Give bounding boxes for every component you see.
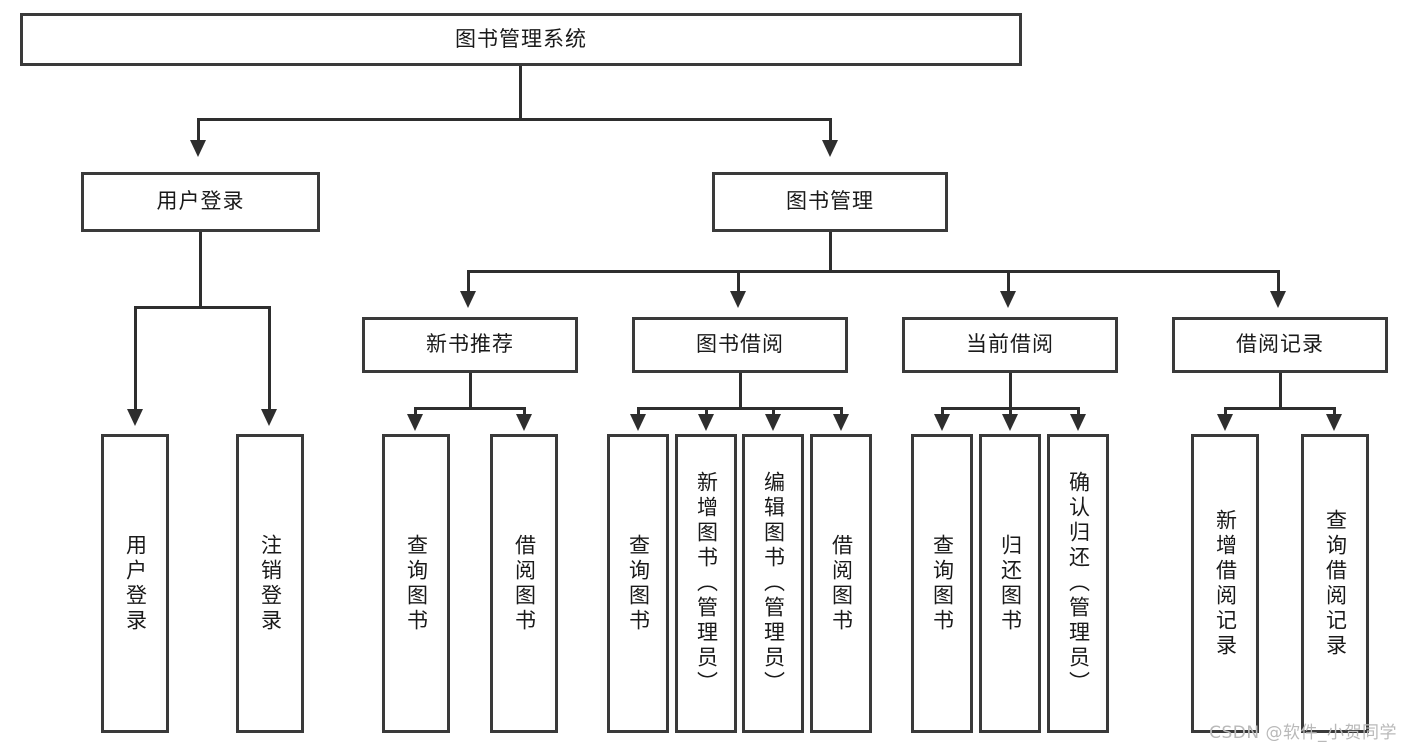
connector-borrow-record-bus bbox=[1224, 407, 1336, 410]
node-label: 用户登录 bbox=[123, 533, 148, 634]
node-label: 查询借阅记录 bbox=[1323, 508, 1348, 659]
arrowhead-leaf-logout bbox=[261, 409, 277, 426]
connector-new-book-bus bbox=[414, 407, 526, 410]
node-label: 借阅图书 bbox=[829, 533, 854, 634]
connector-bm-drop-1 bbox=[467, 270, 470, 293]
leaf-cb-confirm-return[interactable]: 确认归还（管理员） bbox=[1047, 434, 1109, 733]
node-user-login[interactable]: 用户登录 bbox=[81, 172, 320, 232]
arrowhead-cb-return-book bbox=[1002, 414, 1018, 431]
connector-bm-drop-4 bbox=[1277, 270, 1280, 293]
connector-bb-drop-3 bbox=[772, 407, 775, 417]
connector-bb-drop-1 bbox=[637, 407, 640, 417]
arrowhead-br-query-record bbox=[1326, 414, 1342, 431]
leaf-nb-query-book[interactable]: 查询图书 bbox=[382, 434, 450, 733]
arrowhead-nb-borrow-book bbox=[516, 414, 532, 431]
node-label: 查询图书 bbox=[930, 533, 955, 634]
arrowhead-book-borrow bbox=[730, 291, 746, 308]
connector-book-borrow-stem bbox=[739, 373, 742, 407]
connector-nb-drop-2 bbox=[523, 407, 526, 417]
node-label: 查询图书 bbox=[626, 533, 651, 634]
connector-br-drop-1 bbox=[1224, 407, 1227, 417]
node-label: 借阅图书 bbox=[512, 533, 537, 634]
arrowhead-nb-query-book bbox=[407, 414, 423, 431]
node-label: 图书借阅 bbox=[696, 332, 784, 357]
node-new-book-recommend[interactable]: 新书推荐 bbox=[362, 317, 578, 373]
node-book-management[interactable]: 图书管理 bbox=[712, 172, 948, 232]
leaf-nb-borrow-book[interactable]: 借阅图书 bbox=[490, 434, 558, 733]
connector-current-borrow-stem bbox=[1009, 373, 1012, 407]
connector-new-book-stem bbox=[469, 373, 472, 407]
connector-bm-drop-3 bbox=[1007, 270, 1010, 293]
node-label: 新增图书（管理员） bbox=[694, 471, 719, 696]
node-current-borrow[interactable]: 当前借阅 bbox=[902, 317, 1118, 373]
node-label: 借阅记录 bbox=[1236, 332, 1324, 357]
arrowhead-current-borrow bbox=[1000, 291, 1016, 308]
arrowhead-bb-add-book bbox=[698, 414, 714, 431]
node-label: 图书管理 bbox=[786, 189, 874, 214]
connector-user-login-stem bbox=[199, 232, 202, 306]
leaf-cb-query-book[interactable]: 查询图书 bbox=[911, 434, 973, 733]
leaf-bb-query-book[interactable]: 查询图书 bbox=[607, 434, 669, 733]
connector-root-bus bbox=[197, 118, 832, 121]
connector-book-management-bus bbox=[467, 270, 1278, 273]
node-book-borrow[interactable]: 图书借阅 bbox=[632, 317, 848, 373]
node-label: 用户登录 bbox=[156, 189, 245, 214]
connector-root-to-book-management bbox=[829, 118, 832, 143]
connector-book-management-stem bbox=[829, 232, 832, 270]
node-label: 注销登录 bbox=[258, 533, 283, 634]
connector-bb-drop-2 bbox=[705, 407, 708, 417]
node-label: 新增借阅记录 bbox=[1213, 508, 1238, 659]
connector-bm-drop-2 bbox=[737, 270, 740, 293]
arrowhead-bb-borrow-book bbox=[833, 414, 849, 431]
node-label: 编辑图书（管理员） bbox=[761, 471, 786, 696]
arrowhead-bb-edit-book bbox=[765, 414, 781, 431]
leaf-br-query-record[interactable]: 查询借阅记录 bbox=[1301, 434, 1369, 733]
arrowhead-br-add-record bbox=[1217, 414, 1233, 431]
arrowhead-book-management bbox=[822, 140, 838, 157]
connector-cb-drop-2 bbox=[1009, 407, 1012, 417]
connector-nb-drop-1 bbox=[414, 407, 417, 417]
arrowhead-new-book-recommend bbox=[460, 291, 476, 308]
node-label: 图书管理系统 bbox=[455, 26, 587, 51]
csdn-watermark: CSDN @软件_小贺同学 bbox=[1209, 723, 1397, 743]
leaf-bb-add-book[interactable]: 新增图书（管理员） bbox=[675, 434, 737, 733]
leaf-bb-edit-book[interactable]: 编辑图书（管理员） bbox=[742, 434, 804, 733]
leaf-user-login[interactable]: 用户登录 bbox=[101, 434, 169, 733]
leaf-logout[interactable]: 注销登录 bbox=[236, 434, 304, 733]
arrowhead-borrow-record bbox=[1270, 291, 1286, 308]
node-root-book-management-system[interactable]: 图书管理系统 bbox=[20, 13, 1022, 66]
leaf-br-add-record[interactable]: 新增借阅记录 bbox=[1191, 434, 1259, 733]
arrowhead-user-login bbox=[190, 140, 206, 157]
connector-user-login-drop-1 bbox=[134, 306, 137, 412]
leaf-bb-borrow-book[interactable]: 借阅图书 bbox=[810, 434, 872, 733]
node-label: 归还图书 bbox=[998, 533, 1023, 634]
arrowhead-cb-confirm-return bbox=[1070, 414, 1086, 431]
arrowhead-cb-query-book bbox=[934, 414, 950, 431]
node-label: 新书推荐 bbox=[426, 332, 514, 357]
node-label: 确认归还（管理员） bbox=[1066, 471, 1091, 696]
connector-book-borrow-bus bbox=[637, 407, 843, 410]
node-label: 查询图书 bbox=[404, 533, 429, 634]
connector-root-stem bbox=[519, 66, 522, 118]
leaf-cb-return-book[interactable]: 归还图书 bbox=[979, 434, 1041, 733]
connector-user-login-drop-2 bbox=[268, 306, 271, 412]
arrowhead-leaf-user-login bbox=[127, 409, 143, 426]
node-label: 当前借阅 bbox=[966, 332, 1054, 357]
connector-user-login-bus bbox=[134, 306, 271, 309]
connector-bb-drop-4 bbox=[840, 407, 843, 417]
node-borrow-record[interactable]: 借阅记录 bbox=[1172, 317, 1388, 373]
connector-cb-drop-1 bbox=[941, 407, 944, 417]
connector-br-drop-2 bbox=[1333, 407, 1336, 417]
connector-root-to-user-login bbox=[197, 118, 200, 143]
connector-cb-drop-3 bbox=[1077, 407, 1080, 417]
arrowhead-bb-query-book bbox=[630, 414, 646, 431]
connector-borrow-record-stem bbox=[1279, 373, 1282, 407]
